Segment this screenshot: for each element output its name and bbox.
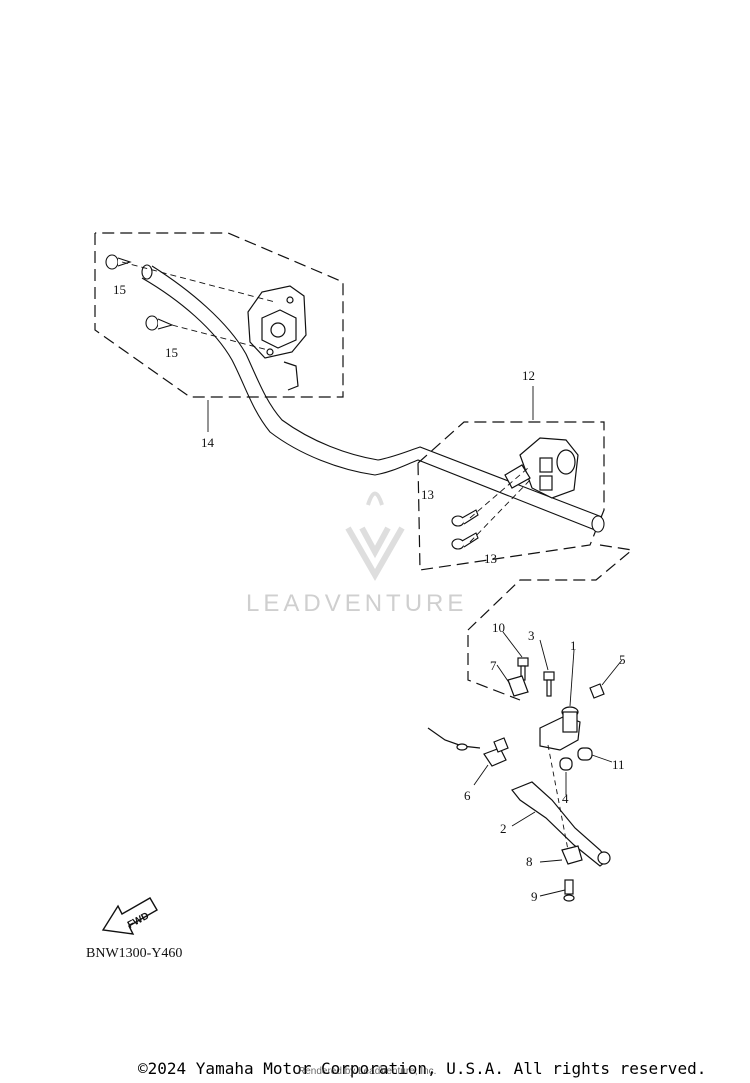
leader-lines <box>121 261 623 897</box>
callout-11: 11 <box>612 757 625 772</box>
rendered-by-notice: Rendered by LeadVenture, Inc. <box>298 1066 437 1077</box>
callout-6: 6 <box>464 788 471 803</box>
diagram-code: BNW1300-Y460 <box>86 946 183 961</box>
callout-7: 7 <box>490 658 497 673</box>
callout-13-lower: 13 <box>484 551 497 566</box>
callout-14: 14 <box>201 435 215 450</box>
callout-4: 4 <box>562 791 569 806</box>
clutch-lever-assembly <box>427 657 611 902</box>
callout-13-upper: 13 <box>421 487 434 502</box>
watermark-text: LEADVENTURE <box>246 590 468 617</box>
left-handlebar-switch <box>247 285 307 391</box>
callout-10: 10 <box>492 620 505 635</box>
callout-8: 8 <box>526 854 533 869</box>
callout-9: 9 <box>531 889 538 904</box>
callout-15-lower: 15 <box>165 345 178 360</box>
right-handlebar-switch <box>504 437 579 499</box>
copyright-notice: ©2024 Yamaha Motor Corporation, U.S.A. A… <box>138 1059 707 1078</box>
dashed-group-outlines <box>94 232 634 701</box>
callout-2: 2 <box>500 821 507 836</box>
callout-3: 3 <box>528 628 535 643</box>
callout-15-upper: 15 <box>113 282 126 297</box>
callout-5: 5 <box>619 652 626 667</box>
handlebar <box>141 264 605 533</box>
screw-13-lower <box>451 532 479 550</box>
watermark-logo <box>345 491 405 582</box>
screw-15-upper <box>105 254 132 270</box>
screw-13-upper <box>451 509 479 527</box>
screw-15-lower <box>145 315 174 331</box>
callout-1: 1 <box>570 638 577 653</box>
fwd-arrow-icon: FWD <box>101 897 158 935</box>
callout-12: 12 <box>522 368 535 383</box>
